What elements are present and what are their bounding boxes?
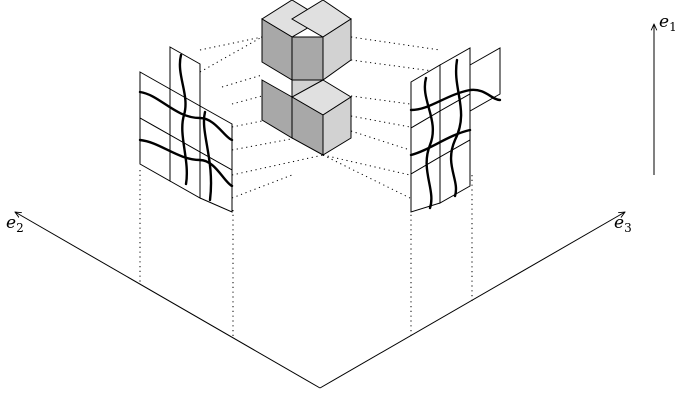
left-projection-tiling [138,46,234,213]
floor-axes [15,212,625,389]
cube-stack [261,0,352,156]
axis-e1-label: e1 [659,12,675,34]
axis-e2-label: e2 [6,213,24,235]
axis-e3-label: e3 [614,213,632,235]
right-projection-tiling [409,47,502,213]
axis-e2-line [15,212,321,389]
